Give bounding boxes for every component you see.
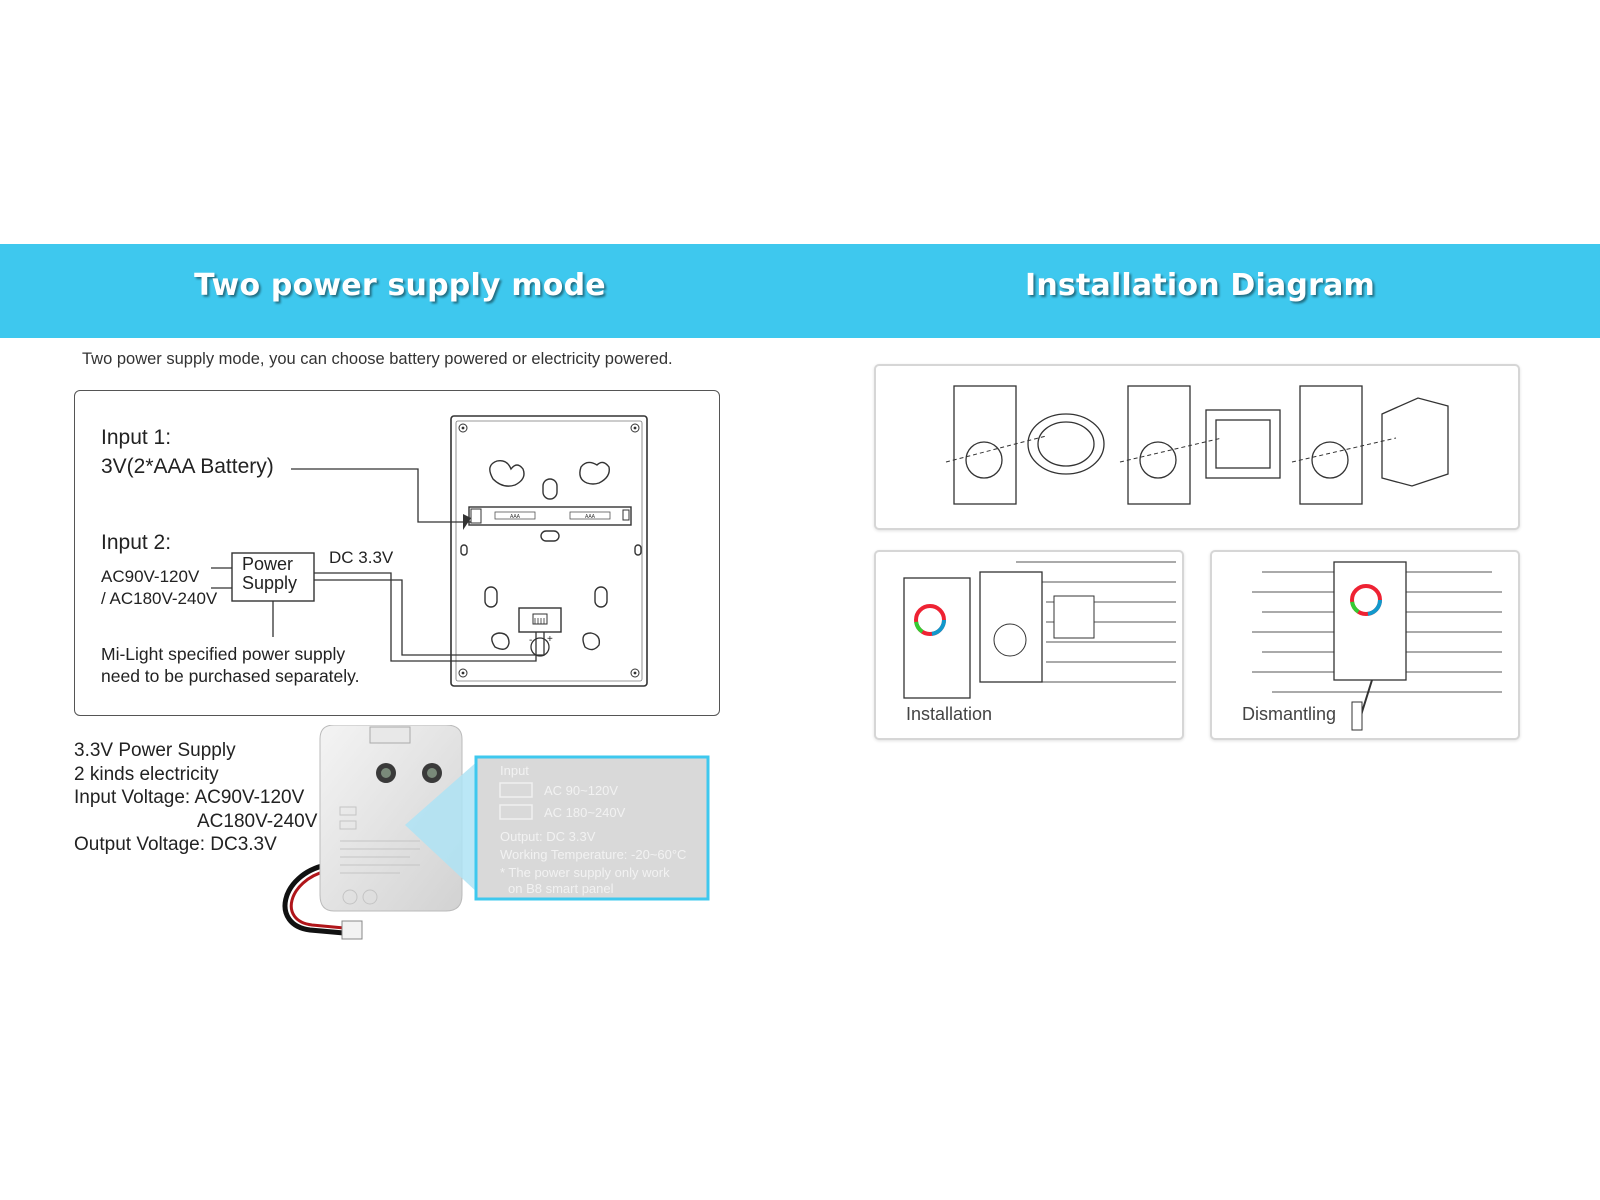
note-line2: need to be purchased separately. xyxy=(101,666,360,686)
installation-card: Installation xyxy=(874,550,1184,740)
zoom-input: Input xyxy=(500,763,529,778)
dismantling-card: Dismantling xyxy=(1210,550,1520,740)
input2-voltage-high: / AC180V-240V xyxy=(101,589,218,608)
note-line1: Mi-Light specified power supply xyxy=(101,644,346,664)
installation-diagram-title: Installation Diagram xyxy=(1024,268,1375,303)
dc-label: DC 3.3V xyxy=(329,548,394,567)
ps-info-line1: 3.3V Power Supply xyxy=(74,740,236,761)
input1-title: Input 1: xyxy=(101,426,172,449)
dismantling-drawing xyxy=(1252,561,1502,731)
installation-caption: Installation xyxy=(906,704,993,724)
dismantling-caption: Dismantling xyxy=(1242,704,1337,724)
ps-info-line5: Output Voltage: DC3.3V xyxy=(74,834,277,855)
power-supply-box xyxy=(231,552,315,602)
power-supply-illustration: Input AC 90~120V AC 180~240V Output: DC … xyxy=(282,725,710,940)
input1-desc: 3V(2*AAA Battery) xyxy=(101,455,274,478)
ps-info-line4: AC180V-240V xyxy=(197,810,318,832)
input2-voltage-low: AC90V-120V xyxy=(101,567,200,586)
power-supply-box-line1: Power xyxy=(242,554,294,574)
zoom-output: Output: DC 3.3V xyxy=(500,829,596,844)
ps-info-line3: Input Voltage: AC90V-120V xyxy=(74,787,305,808)
zoom-note1: * The power supply only work xyxy=(500,865,670,880)
polarity-plus: + xyxy=(547,634,553,645)
power-supply-box-line2: Supply xyxy=(242,573,298,593)
power-supply-mode-title: Two power supply mode xyxy=(194,268,606,303)
battery-1-label: AAA xyxy=(510,514,521,520)
ps-info-line2: 2 kinds electricity xyxy=(74,763,219,785)
zoom-ac1: AC 90~120V xyxy=(544,783,618,798)
install-steps-drawing xyxy=(945,385,1449,505)
zoom-temp: Working Temperature: -20~60°C xyxy=(500,847,686,862)
input2-title: Input 2: xyxy=(101,531,172,554)
zoom-ac2: AC 180~240V xyxy=(544,805,626,820)
battery-2-label: AAA xyxy=(585,514,596,520)
polarity-minus: - xyxy=(529,635,532,646)
intro-text: Two power supply mode, you can choose ba… xyxy=(82,350,673,368)
wiring-diagram-drawing: AAA AAA - + xyxy=(211,415,648,687)
install-steps-card xyxy=(874,364,1520,530)
label-zoom-panel xyxy=(474,755,710,901)
power-supply-box-label: Power Supply xyxy=(242,555,297,593)
installation-drawing xyxy=(903,561,1176,699)
zoom-note2: on B8 smart panel xyxy=(508,881,614,896)
wiring-diagram: AAA AAA - + Input 1: xyxy=(74,390,720,716)
header-banner: Two power supply mode Installation Diagr… xyxy=(0,244,1600,338)
power-supply-info: 3.3V Power Supply 2 kinds electricity In… xyxy=(74,739,317,857)
